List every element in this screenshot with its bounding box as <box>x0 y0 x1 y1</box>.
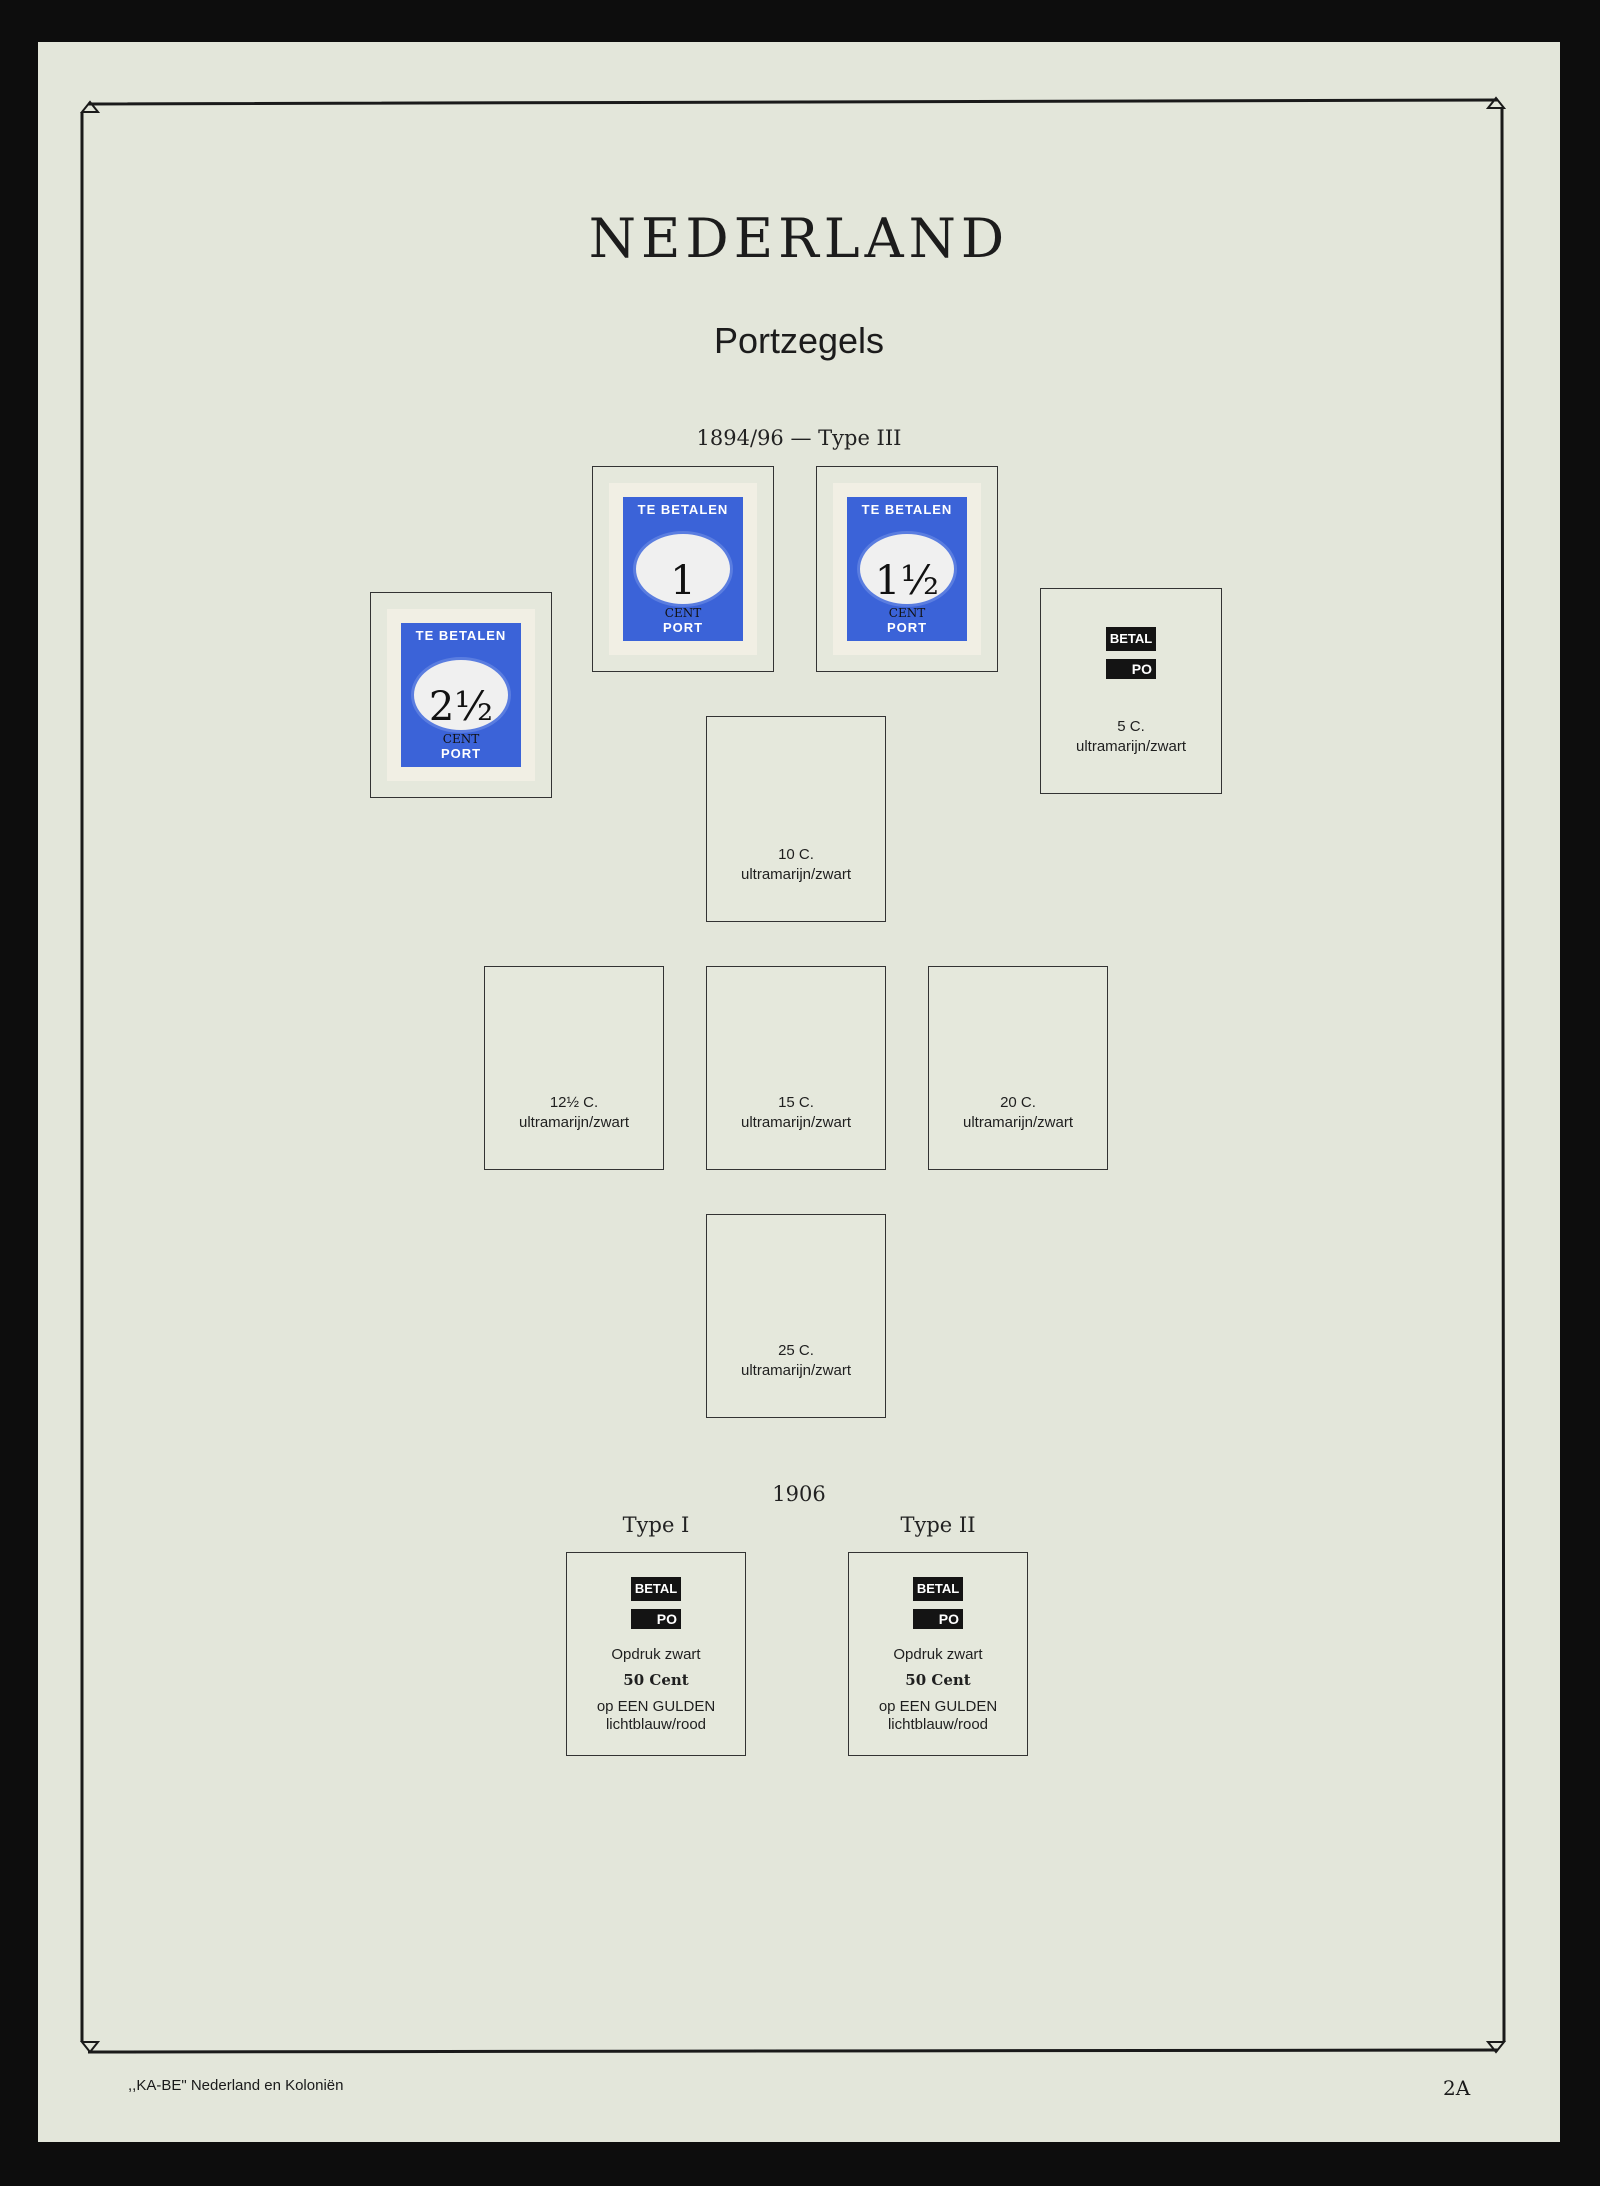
page-subtitle: Portzegels <box>713 320 885 361</box>
page-title: NEDERLAND <box>588 207 1010 270</box>
slot-color: ultramarijn/zwart <box>962 1114 1074 1131</box>
slot-color: ultramarijn/zwart <box>518 1114 630 1131</box>
slot-line-3: op EEN GULDEN <box>878 1698 998 1715</box>
issue-heading-1906: 1906 <box>772 1482 826 1506</box>
stamp-band-top: TE BETALEN <box>415 628 507 643</box>
stamp-band-top: TE BETALEN <box>637 502 729 517</box>
stamp-unit: CENT <box>664 606 702 620</box>
type-label-2: Type II <box>900 1513 976 1537</box>
slot-line-4: lichtblauw/rood <box>605 1716 707 1733</box>
slot-line-1: Opdruk zwart <box>893 1646 983 1663</box>
slot-color: ultramarijn/zwart <box>740 866 852 883</box>
album-page: NEDERLAND Portzegels 1894/96 — Type III … <box>38 42 1560 2142</box>
stamp-slot-10c[interactable]: 10 C. ultramarijn/zwart <box>706 716 886 922</box>
stamp-value: 1 <box>670 558 696 604</box>
overprint-bottom-label: PO <box>1106 659 1156 679</box>
overprint-bottom-label: PO <box>631 1609 681 1629</box>
stamp-slot-15c[interactable]: 15 C. ultramarijn/zwart <box>706 966 886 1170</box>
stamp-slot-1half[interactable]: TE BETALEN 1½ CENT PORT <box>816 466 998 672</box>
overprint-illustration: BETAL PO <box>567 1577 745 1629</box>
slot-color: ultramarijn/zwart <box>740 1362 852 1379</box>
overprint-top-label: BETAL <box>631 1577 681 1601</box>
slot-line-2: 50 Cent <box>623 1671 689 1689</box>
overprint-illustration: BETAL PO <box>849 1577 1027 1629</box>
slot-line-4: lichtblauw/rood <box>887 1716 989 1733</box>
stamp-value: 1½ <box>874 558 940 604</box>
stamp-slot-1906-type-1[interactable]: BETAL PO Opdruk zwart 50 Cent op EEN GUL… <box>566 1552 746 1756</box>
stamp-oval: 2½ CENT <box>411 657 511 746</box>
slot-value: 5 C. <box>1117 718 1145 735</box>
page-number: 2A <box>1443 2076 1471 2100</box>
stamp-1half-cent: TE BETALEN 1½ CENT PORT <box>833 483 981 655</box>
slot-value: 15 C. <box>778 1094 814 1111</box>
stamp-unit: CENT <box>888 606 926 620</box>
overprint-bottom-label: PO <box>913 1609 963 1629</box>
stamp-1-cent: TE BETALEN 1 CENT PORT <box>609 483 757 655</box>
slot-line-1: Opdruk zwart <box>611 1646 701 1663</box>
slot-value: 20 C. <box>1000 1094 1036 1111</box>
slot-value: 10 C. <box>778 846 814 863</box>
slot-color: ultramarijn/zwart <box>1075 738 1187 755</box>
overprint-illustration: BETAL PO <box>1041 627 1221 679</box>
slot-color: ultramarijn/zwart <box>740 1114 852 1131</box>
issue-heading-1894: 1894/96 — Type III <box>696 426 902 450</box>
slot-value: 12½ C. <box>549 1094 599 1111</box>
stamp-oval: 1 CENT <box>633 531 733 620</box>
stamp-slot-1906-type-2[interactable]: BETAL PO Opdruk zwart 50 Cent op EEN GUL… <box>848 1552 1028 1756</box>
stamp-slot-2half[interactable]: TE BETALEN 2½ CENT PORT <box>370 592 552 798</box>
stamp-band-top: TE BETALEN <box>861 502 953 517</box>
stamp-band-bottom: PORT <box>662 620 704 635</box>
publisher-footer: ,,KA-BE" Nederland en Koloniën <box>128 2077 344 2094</box>
stamp-band-bottom: PORT <box>440 746 482 761</box>
slot-line-2: 50 Cent <box>905 1671 971 1689</box>
overprint-top-label: BETAL <box>1106 627 1156 651</box>
stamp-value: 2½ <box>428 684 494 730</box>
stamp-2half-cent: TE BETALEN 2½ CENT PORT <box>387 609 535 781</box>
overprint-top-label: BETAL <box>913 1577 963 1601</box>
stamp-unit: CENT <box>442 732 480 746</box>
slot-value: 25 C. <box>778 1342 814 1359</box>
stamp-slot-5c[interactable]: BETAL PO 5 C. ultramarijn/zwart <box>1040 588 1222 794</box>
stamp-oval: 1½ CENT <box>857 531 957 620</box>
stamp-slot-12half[interactable]: 12½ C. ultramarijn/zwart <box>484 966 664 1170</box>
stamp-band-bottom: PORT <box>886 620 928 635</box>
slot-line-3: op EEN GULDEN <box>596 1698 716 1715</box>
stamp-slot-20c[interactable]: 20 C. ultramarijn/zwart <box>928 966 1108 1170</box>
type-label-1: Type I <box>622 1513 690 1537</box>
stamp-slot-25c[interactable]: 25 C. ultramarijn/zwart <box>706 1214 886 1418</box>
page-border-frame <box>79 96 1507 2054</box>
stamp-slot-1[interactable]: TE BETALEN 1 CENT PORT <box>592 466 774 672</box>
